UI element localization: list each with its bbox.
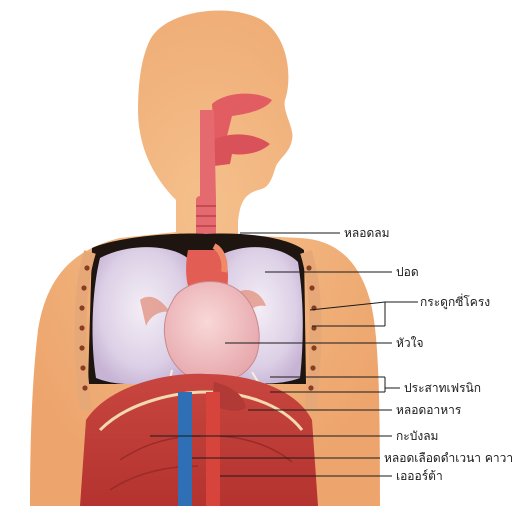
label-aorta: เอออร์ต้า [396, 469, 443, 483]
label-esophagus: หลอดอาหาร [396, 403, 462, 417]
label-heart: หัวใจ [396, 336, 424, 350]
label-ribs: กระดูกซี่โครง [420, 293, 490, 310]
pharynx [200, 110, 216, 200]
label-vena-cava: หลอดเลือดดำเวนา คาวา [384, 451, 513, 465]
heart-shape [164, 281, 259, 382]
label-diaphragm: กะบังลม [396, 429, 438, 443]
label-lung: ปอด [396, 265, 419, 279]
vena-cava-shape [178, 392, 192, 506]
aorta-shape [206, 392, 220, 506]
label-phrenic-nerve: ประสาทเฟรนิก [404, 381, 481, 395]
label-trachea: หลอดลม [344, 226, 390, 240]
